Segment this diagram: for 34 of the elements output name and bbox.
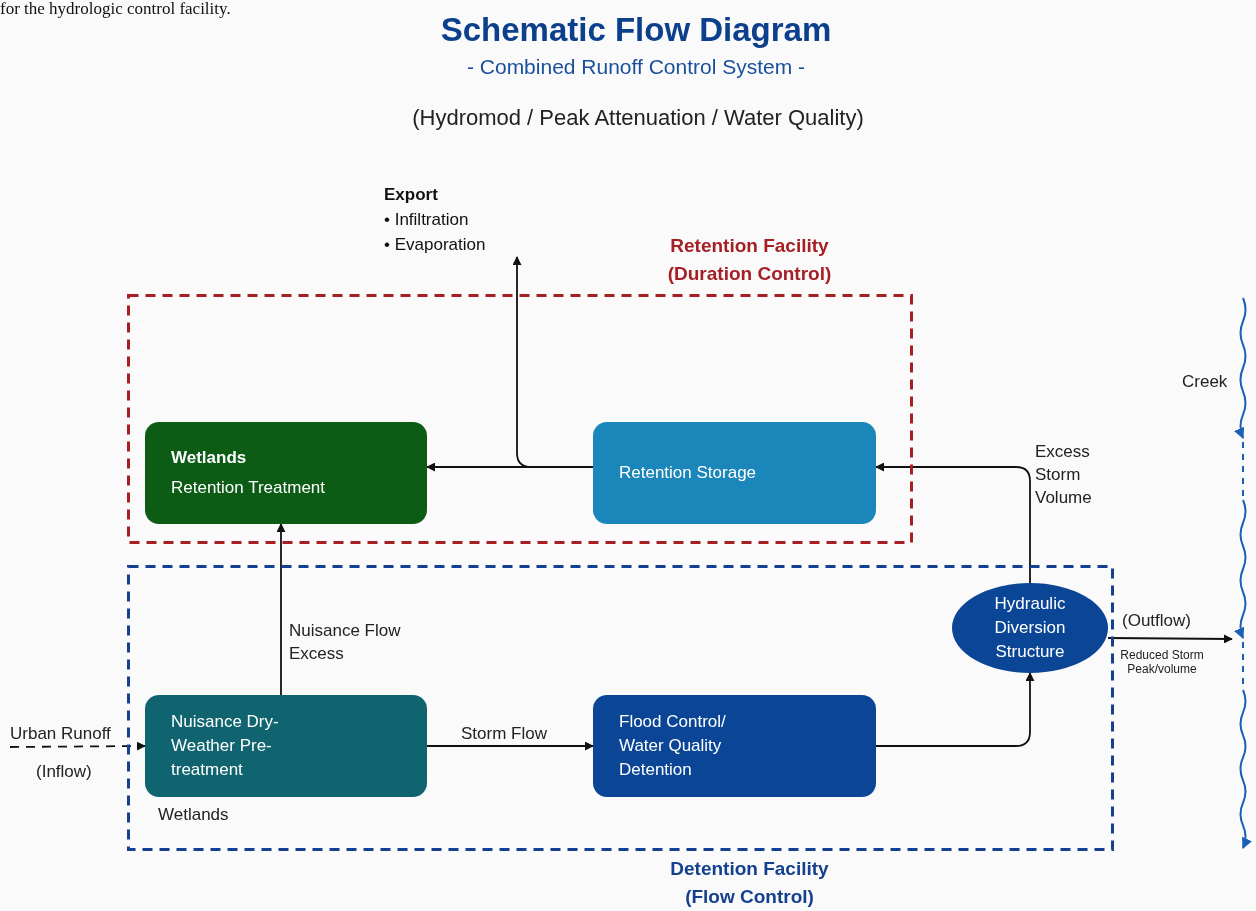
subtitle-text: - Combined Runoff Control System - <box>465 54 807 80</box>
arrow <box>9 741 146 751</box>
region-heading: Detention Facility (Flow Control) <box>669 857 830 909</box>
region-heading: Retention Facility (Duration Control) <box>666 234 833 286</box>
caption-text: Wetlands <box>158 804 229 826</box>
subtitle-text: (Hydromod / Peak Attenuation / Water Quality) <box>411 104 865 132</box>
caption-text: Creek <box>1182 371 1228 393</box>
box-text: Retention Treatment <box>171 477 327 499</box>
edge-label: Excess Storm Volume <box>1035 441 1093 509</box>
arrow <box>875 672 1035 747</box>
edge-label: Nuisance Flow Excess <box>289 620 402 665</box>
box-text: Nuisance Dry-Weather Pre-treatment <box>171 711 280 781</box>
heading-text: Export <box>384 184 438 206</box>
arrow <box>875 462 1031 584</box>
bullet-text: • Infiltration <box>384 209 469 231</box>
box-text: Retention Storage <box>619 462 758 484</box>
process-box <box>593 422 876 524</box>
process-box <box>593 695 876 797</box>
box-text: Hydraulic Diversion Structure <box>993 593 1067 663</box>
flow-label: (Inflow) <box>36 761 92 783</box>
box-heading: Wetlands <box>171 447 248 469</box>
diversion-ellipse <box>952 583 1108 673</box>
edge-label: Storm Flow <box>461 723 547 745</box>
arrow <box>276 523 286 696</box>
edge-label: (Outflow) <box>1122 610 1191 632</box>
arrow <box>426 741 594 751</box>
arrow <box>1107 634 1233 644</box>
edge-label: Urban Runoff <box>10 723 111 745</box>
bullet-text: • Evaporation <box>384 234 486 256</box>
process-box <box>145 422 427 524</box>
box-text: Flood Control/ Water Quality Detention <box>619 711 727 781</box>
flow-label: Reduced Storm Peak/volume <box>1119 648 1205 676</box>
arrow <box>512 256 594 468</box>
caption-text: for the hydrologic control facility. <box>0 0 231 18</box>
